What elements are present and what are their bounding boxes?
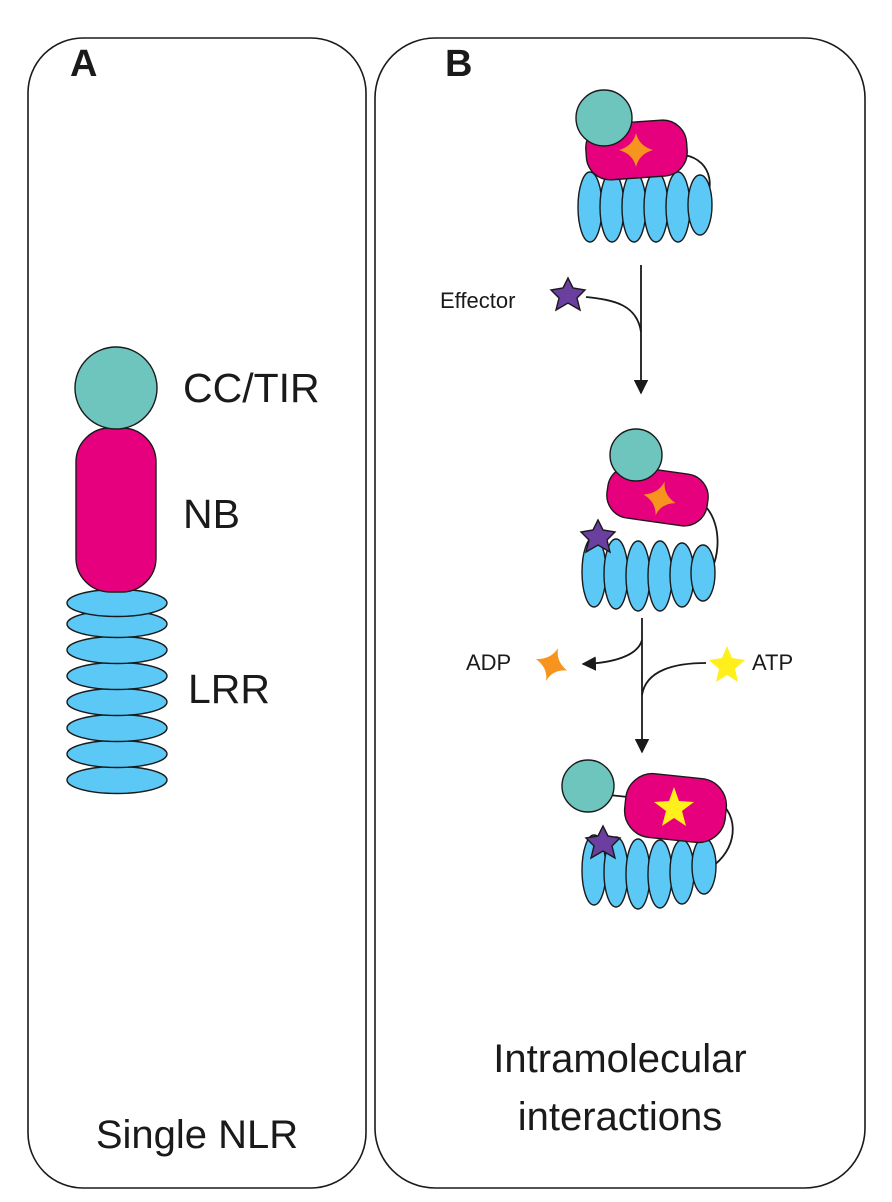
lrr-repeat	[66, 739, 168, 769]
cc-tir-domain	[609, 428, 663, 482]
lrr-repeat	[665, 171, 691, 243]
atp-uptake-arrow	[641, 662, 707, 696]
lrr-domain-folded	[577, 171, 713, 243]
nlr-state-inactive	[575, 89, 713, 243]
adp-release-arrow	[581, 639, 643, 671]
atp-icon	[709, 646, 745, 682]
nlr-state-active	[561, 759, 734, 910]
effector-bound-icon	[579, 518, 617, 554]
lrr-repeat	[66, 588, 168, 618]
lrr-repeat	[621, 171, 647, 243]
effector-binding-arrow	[585, 296, 642, 333]
lrr-repeat	[691, 837, 717, 895]
lrr-domain-stack	[66, 588, 168, 795]
adp-ligand-bound	[643, 481, 676, 516]
adp-icon	[536, 648, 568, 681]
panel-a-letter: A	[70, 43, 97, 85]
lrr-repeat	[66, 713, 168, 743]
cc-tir-domain	[575, 89, 633, 147]
lrr-repeat	[687, 174, 713, 236]
panel-b-frame	[374, 37, 866, 1189]
lrr-label: LRR	[188, 666, 270, 712]
lrr-repeat	[690, 544, 716, 602]
lrr-repeat	[66, 661, 168, 691]
panel-b: B Effector	[374, 37, 866, 1189]
lrr-repeat	[647, 540, 673, 612]
panel-b-caption-line1: Intramolecular	[493, 1037, 746, 1081]
lrr-repeat	[66, 687, 168, 717]
panel-b-caption-line2: interactions	[518, 1095, 723, 1139]
lrr-domain-folded	[581, 536, 716, 612]
panel-b-letter: B	[445, 43, 472, 85]
cc-tir-label: CC/TIR	[183, 365, 320, 411]
lrr-repeat	[647, 839, 673, 909]
adp-ligand-bound	[619, 133, 653, 167]
lrr-repeat	[599, 171, 625, 243]
nb-domain	[75, 427, 157, 593]
cc-tir-domain	[74, 346, 158, 430]
adp-label: ADP	[466, 650, 511, 675]
atp-ligand-bound	[654, 787, 694, 826]
nb-label: NB	[183, 491, 240, 537]
effector-icon	[549, 276, 587, 312]
effector-label: Effector	[440, 288, 515, 313]
effector-bound-icon	[584, 824, 622, 860]
lrr-repeat	[643, 171, 669, 243]
lrr-repeat	[577, 171, 603, 243]
lrr-repeat	[669, 839, 695, 905]
nlr-state-effector-bound	[579, 428, 719, 612]
lrr-repeat	[66, 635, 168, 665]
atp-label: ATP	[752, 650, 793, 675]
lrr-repeat	[625, 540, 651, 612]
panel-a: A CC/TIR NB LRR Single NLR	[27, 37, 367, 1189]
lrr-repeat	[625, 838, 651, 910]
panel-a-caption: Single NLR	[96, 1113, 298, 1157]
lrr-repeat	[66, 765, 168, 795]
cc-tir-domain	[561, 759, 615, 813]
panel-a-frame	[27, 37, 367, 1189]
